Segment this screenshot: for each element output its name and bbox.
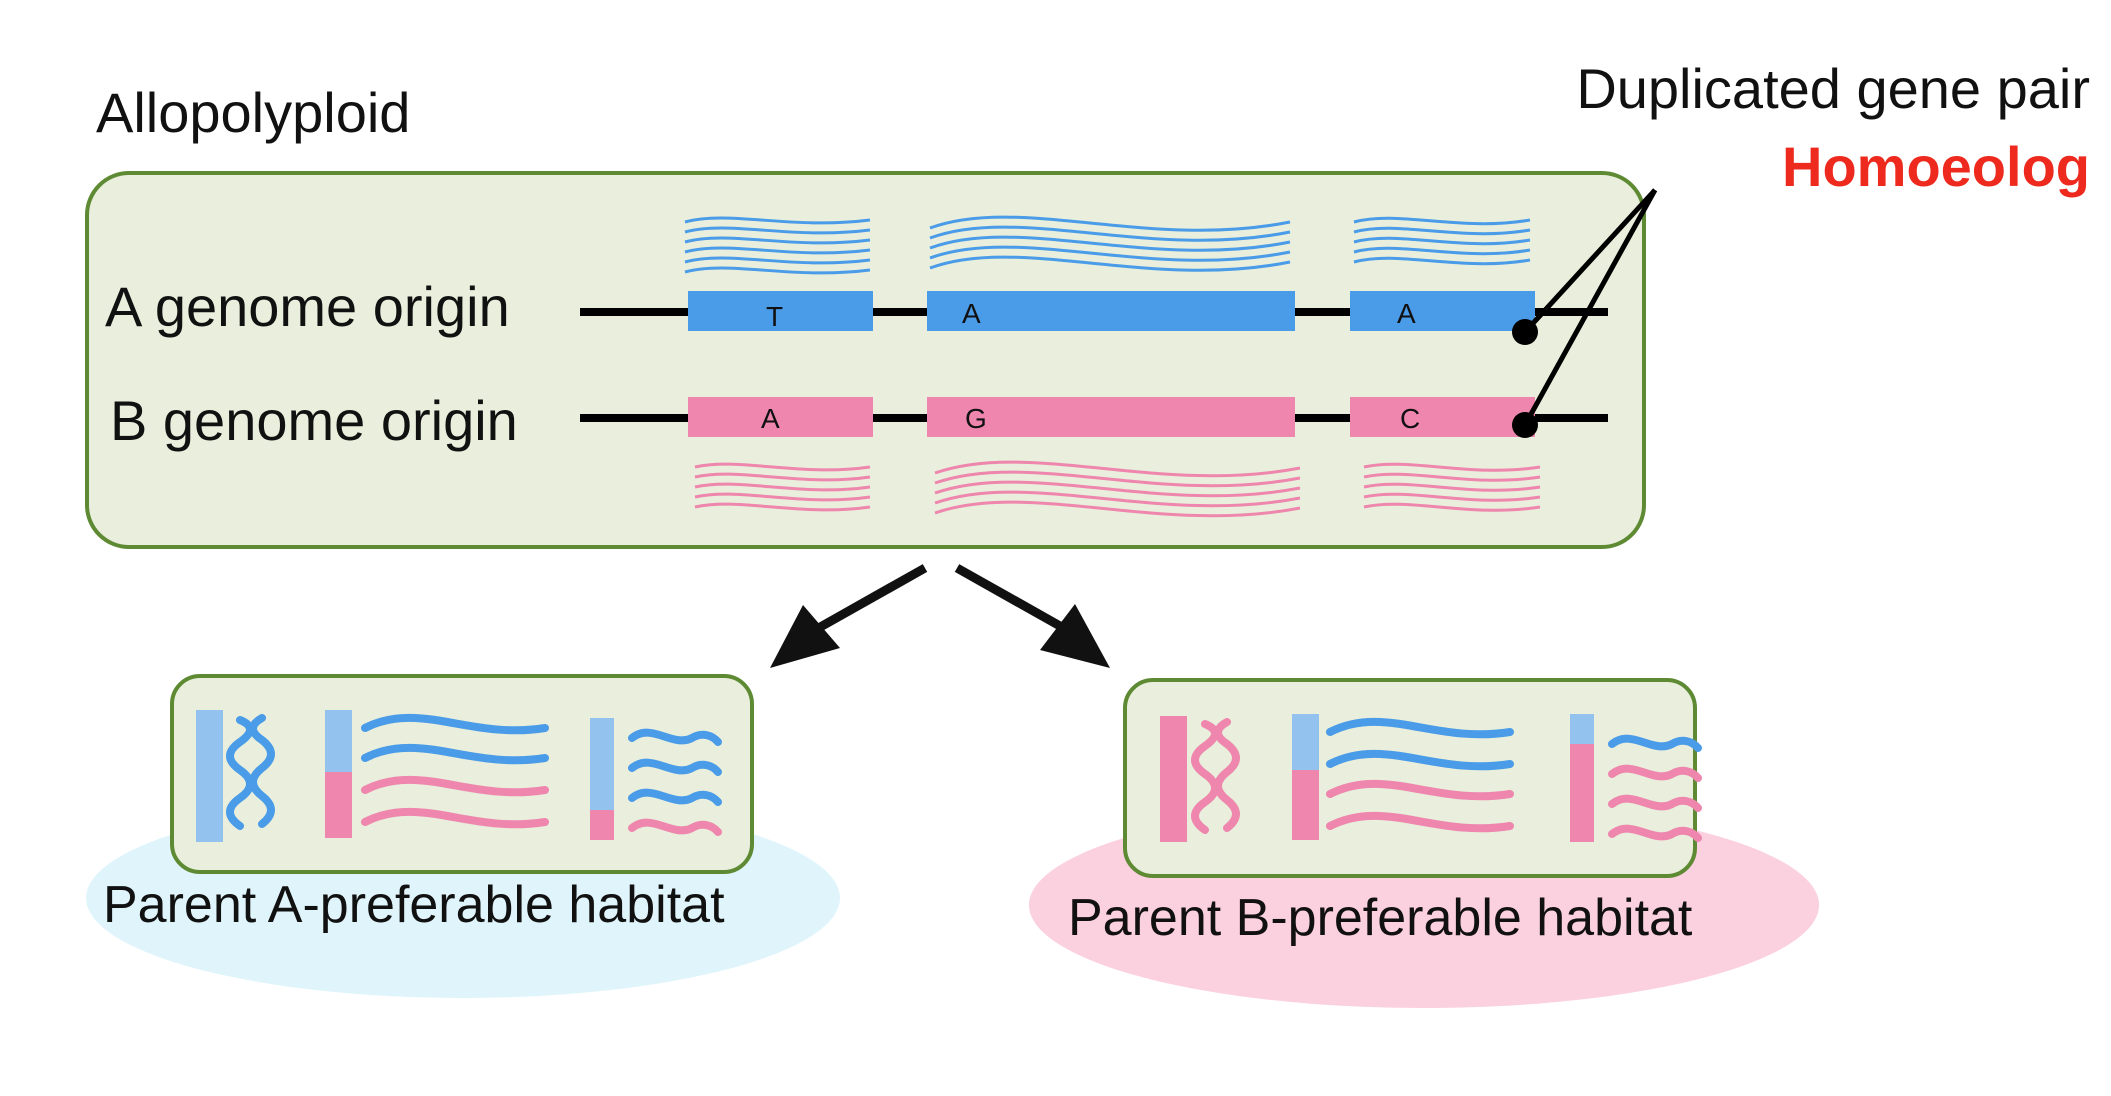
allopolyploid-title: Allopolyploid — [96, 81, 410, 144]
habitat-a-gene2-wavy-mrna-icon — [361, 713, 549, 829]
habitat-b-gene2-bar-blue — [1292, 714, 1319, 770]
habitat-b-gene3-bar-blue — [1570, 714, 1594, 744]
a-base-1: T — [766, 301, 783, 332]
arrow-to-habitat-b — [954, 564, 1110, 668]
a-base-2: A — [962, 298, 981, 329]
a-genome-origin-label: A genome origin — [105, 275, 510, 338]
a-exon-3 — [1350, 291, 1535, 331]
habitat-a-gene3-bar-pink — [590, 810, 614, 840]
b-exon-2 — [927, 397, 1295, 437]
habitat-a-gene3-bar-blue — [590, 718, 614, 810]
b-exon-3 — [1350, 397, 1535, 437]
a-transcript-waves — [684, 215, 1531, 275]
b-base-1: A — [761, 403, 780, 434]
habitat-a-label: Parent A-preferable habitat — [103, 876, 725, 934]
habitat-b-gene1-bar — [1160, 716, 1187, 842]
a-exon-2 — [927, 291, 1295, 331]
b-base-2: G — [965, 403, 987, 434]
habitat-b-gene2-bar-pink — [1292, 770, 1319, 840]
habitat-b-gene3-wavy-mrna-icon — [1608, 734, 1702, 842]
habitat-b-label: Parent B-preferable habitat — [1068, 889, 1693, 947]
habitat-a-gene1-bar — [196, 710, 223, 842]
b-base-3: C — [1400, 403, 1420, 434]
habitat-a-gene2-bar-blue — [325, 710, 352, 772]
habitat-a-gene2-bar-pink — [325, 772, 352, 838]
duplicated-gene-pair-label: Duplicated gene pair — [1576, 57, 2090, 120]
gene-pair-connector-icon — [1512, 188, 1658, 438]
habitat-b-gene3-bar-pink — [1570, 744, 1594, 842]
habitat-b-gene2-wavy-mrna-icon — [1326, 717, 1514, 833]
habitat-a-gene3-wavy-mrna-icon — [628, 728, 722, 836]
b-exon-1 — [688, 397, 873, 437]
homoeolog-label: Homoeolog — [1782, 135, 2090, 198]
a-base-3: A — [1397, 298, 1416, 329]
habitat-a-gene1-wavy-mrna-icon — [226, 714, 275, 830]
b-transcript-waves — [694, 460, 1541, 518]
b-genome-origin-label: B genome origin — [110, 389, 518, 452]
a-exon-1 — [688, 291, 873, 331]
arrow-to-habitat-a — [770, 564, 928, 668]
habitat-b-gene1-wavy-mrna-icon — [1191, 718, 1240, 834]
